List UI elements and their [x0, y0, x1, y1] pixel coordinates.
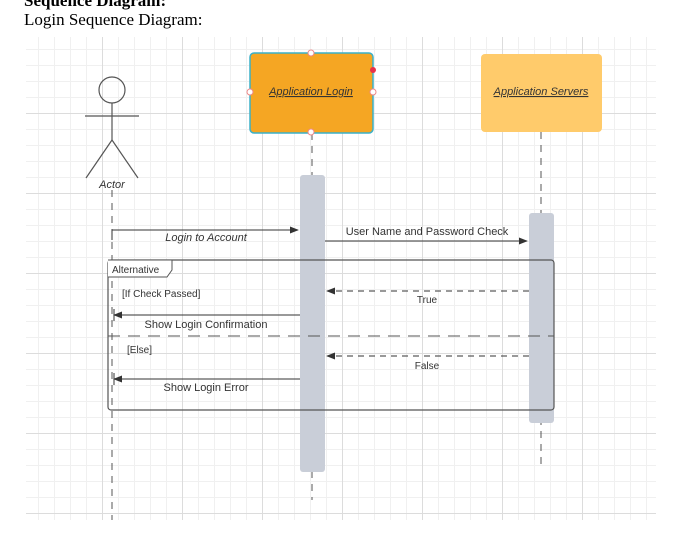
app-login-label: Application Login: [268, 86, 353, 98]
selection-handle-bottom[interactable]: [307, 128, 315, 136]
selection-handle-top[interactable]: [307, 49, 315, 57]
alt-fragment-frame[interactable]: [107, 259, 555, 411]
actor-figure[interactable]: [85, 76, 139, 179]
document-heading: Sequence Diagram:: [24, 0, 167, 10]
app-servers-activation-bar[interactable]: [529, 213, 554, 423]
app-servers-box[interactable]: [481, 54, 602, 132]
guard-check-passed: [If Check Passed]: [122, 289, 201, 300]
actor-label: Actor: [98, 179, 126, 191]
message-show-confirmation-label: Show Login Confirmation: [145, 319, 268, 331]
guard-else: [Else]: [127, 345, 152, 356]
message-login-to-account-label: Login to Account: [165, 232, 247, 244]
app-login-activation-bar[interactable]: [300, 175, 325, 472]
rotate-handle[interactable]: [370, 67, 376, 73]
selection-handle-right[interactable]: [369, 88, 377, 96]
message-login-to-account-arrow[interactable]: [111, 226, 299, 240]
selection-handle-left[interactable]: [246, 88, 254, 96]
alt-fragment-operator-label: Alternative: [112, 265, 160, 276]
reply-false-label: False: [415, 361, 440, 372]
reply-true-label: True: [417, 295, 438, 306]
alt-fragment-operator-tab: [108, 259, 173, 278]
app-servers-label: Application Servers: [493, 86, 589, 98]
message-credential-check-label: User Name and Password Check: [346, 226, 509, 238]
message-show-error-label: Show Login Error: [164, 382, 249, 394]
document-caption: Login Sequence Diagram:: [24, 10, 203, 29]
